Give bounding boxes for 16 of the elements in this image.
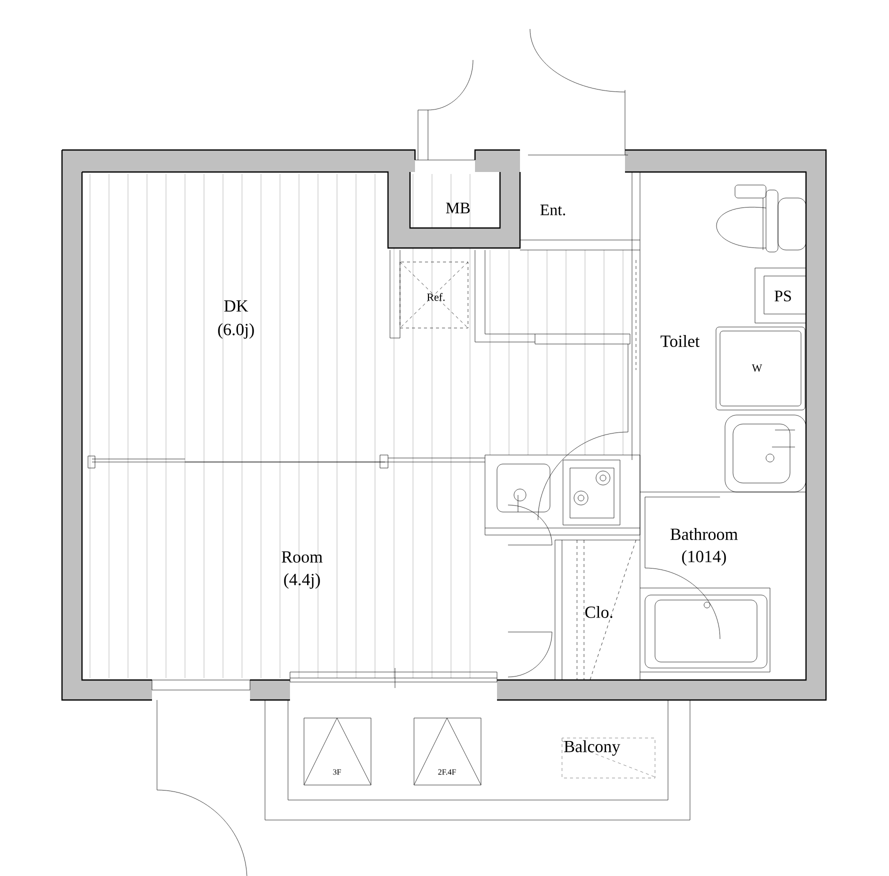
appliance-label: W [752,364,762,372]
area-label: (6.0j) [218,323,254,339]
room-label: Room [282,551,323,563]
space-label: PS [774,290,791,302]
room-label: Toilet [660,335,700,347]
appliance-label: Ref. [427,293,445,301]
room-label: Ent. [540,204,566,216]
room-label: MB [446,202,470,214]
size-label: (1014) [682,550,726,566]
room-label: DK [224,300,248,312]
area-label: (4.4j) [284,573,320,589]
floor-label: 3F [333,769,341,775]
floor-label: 2F.4F [438,769,456,775]
room-label: Clo. [585,606,612,618]
room-label: Balcony [564,740,620,756]
room-label: Bathroom [670,528,738,540]
